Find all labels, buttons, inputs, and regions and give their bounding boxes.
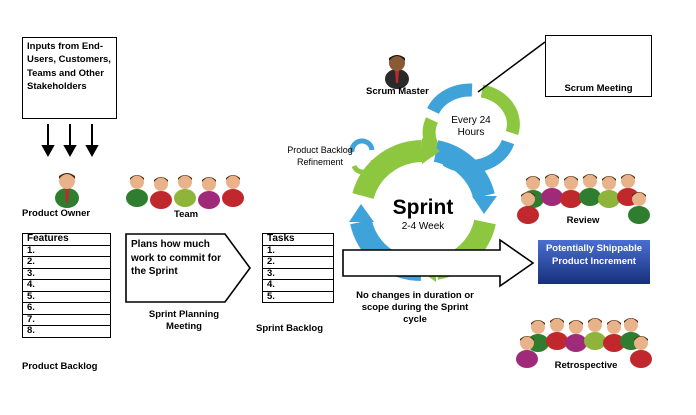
sprint-planning-label: Sprint Planning Meeting (148, 309, 220, 332)
scrum-master-figure (385, 55, 409, 89)
sprint-note: No changes in duration or scope during t… (356, 290, 474, 325)
sprint-duration: 2-4 Week (401, 221, 445, 232)
retrospective-label: Retrospective (554, 360, 618, 371)
product-backlog-item: 4. (22, 279, 111, 292)
product-backlog-label: Product Backlog (22, 361, 98, 372)
scrum-meeting-box (545, 35, 652, 97)
review-label: Review (566, 215, 600, 226)
inputs-box: Inputs from End-Users, Customers, Teams … (22, 37, 117, 119)
product-backlog-table: Features 1. 2. 3. 4. 5. 6. 7. 8. (22, 233, 111, 338)
product-backlog-item: 1. (22, 244, 111, 257)
sprint-backlog-table: Tasks 1. 2. 3. 4. 5. (262, 233, 334, 303)
sprint-backlog-item: 4. (262, 279, 334, 292)
product-backlog-item: 7. (22, 313, 111, 326)
sprint-backlog-item: 3. (262, 267, 334, 280)
product-backlog-item: 3. (22, 267, 111, 280)
sprint-backlog-label: Sprint Backlog (256, 323, 324, 334)
product-backlog-header: Features (22, 233, 111, 246)
increment-box (538, 240, 650, 284)
product-backlog-item: 2. (22, 256, 111, 269)
daily-cycle (422, 83, 520, 174)
team-label: Team (174, 209, 199, 220)
sprint-planning-text: Plans how much work to commit for the Sp… (131, 239, 222, 277)
increment-arrow (342, 238, 535, 288)
product-backlog-item: 6. (22, 302, 111, 315)
refinement-label: Product Backlog Refinement (287, 145, 353, 167)
input-arrows (41, 124, 99, 158)
product-owner-label: Product Owner (22, 208, 91, 219)
product-owner-figure (55, 173, 79, 208)
daily-cycle-text: Every 24 Hours (451, 115, 491, 138)
product-backlog-item: 8. (22, 325, 111, 338)
product-backlog-item: 5. (22, 290, 111, 303)
scrum-meeting-connector (477, 41, 546, 93)
sprint-backlog-item: 1. (262, 244, 334, 257)
team-figures (126, 175, 244, 209)
sprint-backlog-header: Tasks (262, 233, 334, 246)
sprint-backlog-item: 2. (262, 256, 334, 269)
scrum-meeting-label: Scrum Meeting (564, 83, 633, 94)
sprint-backlog-item: 5. (262, 290, 334, 303)
increment-text: Potentially Shippable Product Increment (545, 243, 643, 267)
inputs-text: Inputs from End-Users, Customers, Teams … (27, 41, 111, 93)
scrum-master-label: Scrum Master (366, 86, 429, 97)
sprint-title: Sprint (392, 196, 454, 219)
sprint-planning-arrow (125, 233, 251, 303)
